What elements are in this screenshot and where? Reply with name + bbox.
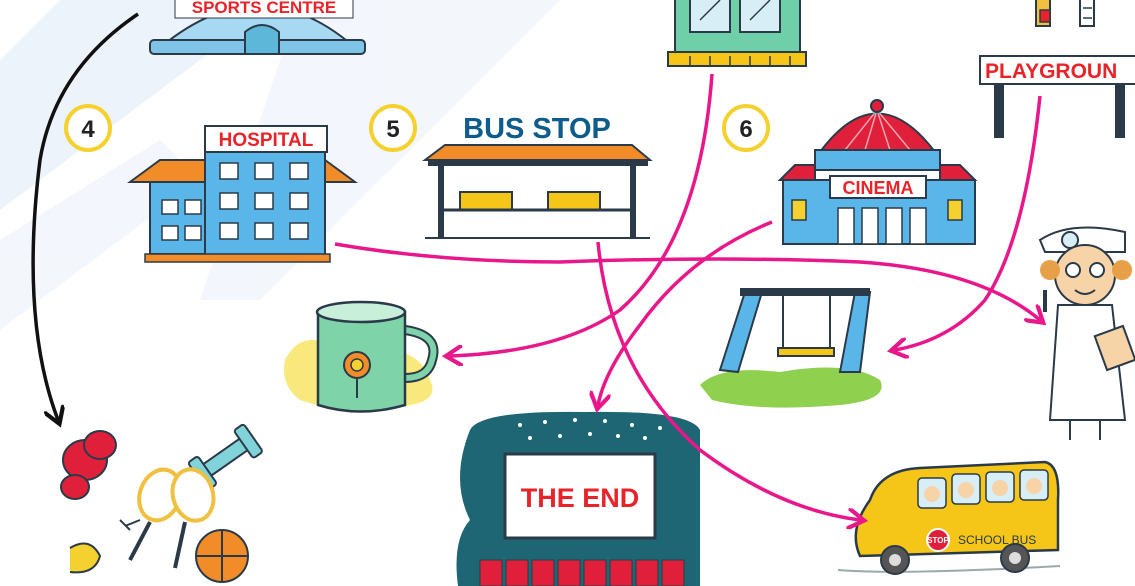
stop-sign-label: STOP bbox=[927, 536, 949, 545]
number-badge-4: 4 bbox=[66, 106, 110, 150]
arrow-hospital-to-doctor bbox=[335, 244, 1040, 320]
mug-icon bbox=[284, 302, 433, 412]
the-end-label: THE END bbox=[521, 483, 640, 513]
number-badge-6: 6 bbox=[724, 106, 768, 150]
hospital-label: HOSPITAL bbox=[219, 130, 314, 151]
bus-stop-shelter-icon: BUS STOP bbox=[425, 113, 650, 238]
number-badge-5: 5 bbox=[371, 106, 415, 150]
school-bus-icon: STOP SCHOOL BUS bbox=[838, 462, 1060, 574]
svg-text:6: 6 bbox=[739, 116, 752, 143]
svg-text:4: 4 bbox=[81, 116, 95, 143]
sports-centre-label: SPORTS CENTRE bbox=[192, 0, 337, 17]
playground-label: PLAYGROUN bbox=[985, 60, 1117, 83]
doctor-icon bbox=[1040, 228, 1135, 441]
school-bus-label: SCHOOL BUS bbox=[958, 533, 1036, 547]
bus-stop-label: BUS STOP bbox=[463, 113, 611, 145]
svg-text:5: 5 bbox=[386, 116, 399, 143]
shop-building-icon bbox=[668, 0, 806, 66]
cinema-screen-icon: THE END bbox=[457, 412, 701, 586]
playground-sign-icon: PLAYGROUN bbox=[980, 0, 1135, 138]
swing-icon bbox=[700, 288, 882, 408]
cinema-label: CINEMA bbox=[843, 178, 914, 198]
sports-equipment-icon bbox=[61, 424, 263, 582]
cinema-building-icon: CINEMA bbox=[780, 100, 975, 244]
